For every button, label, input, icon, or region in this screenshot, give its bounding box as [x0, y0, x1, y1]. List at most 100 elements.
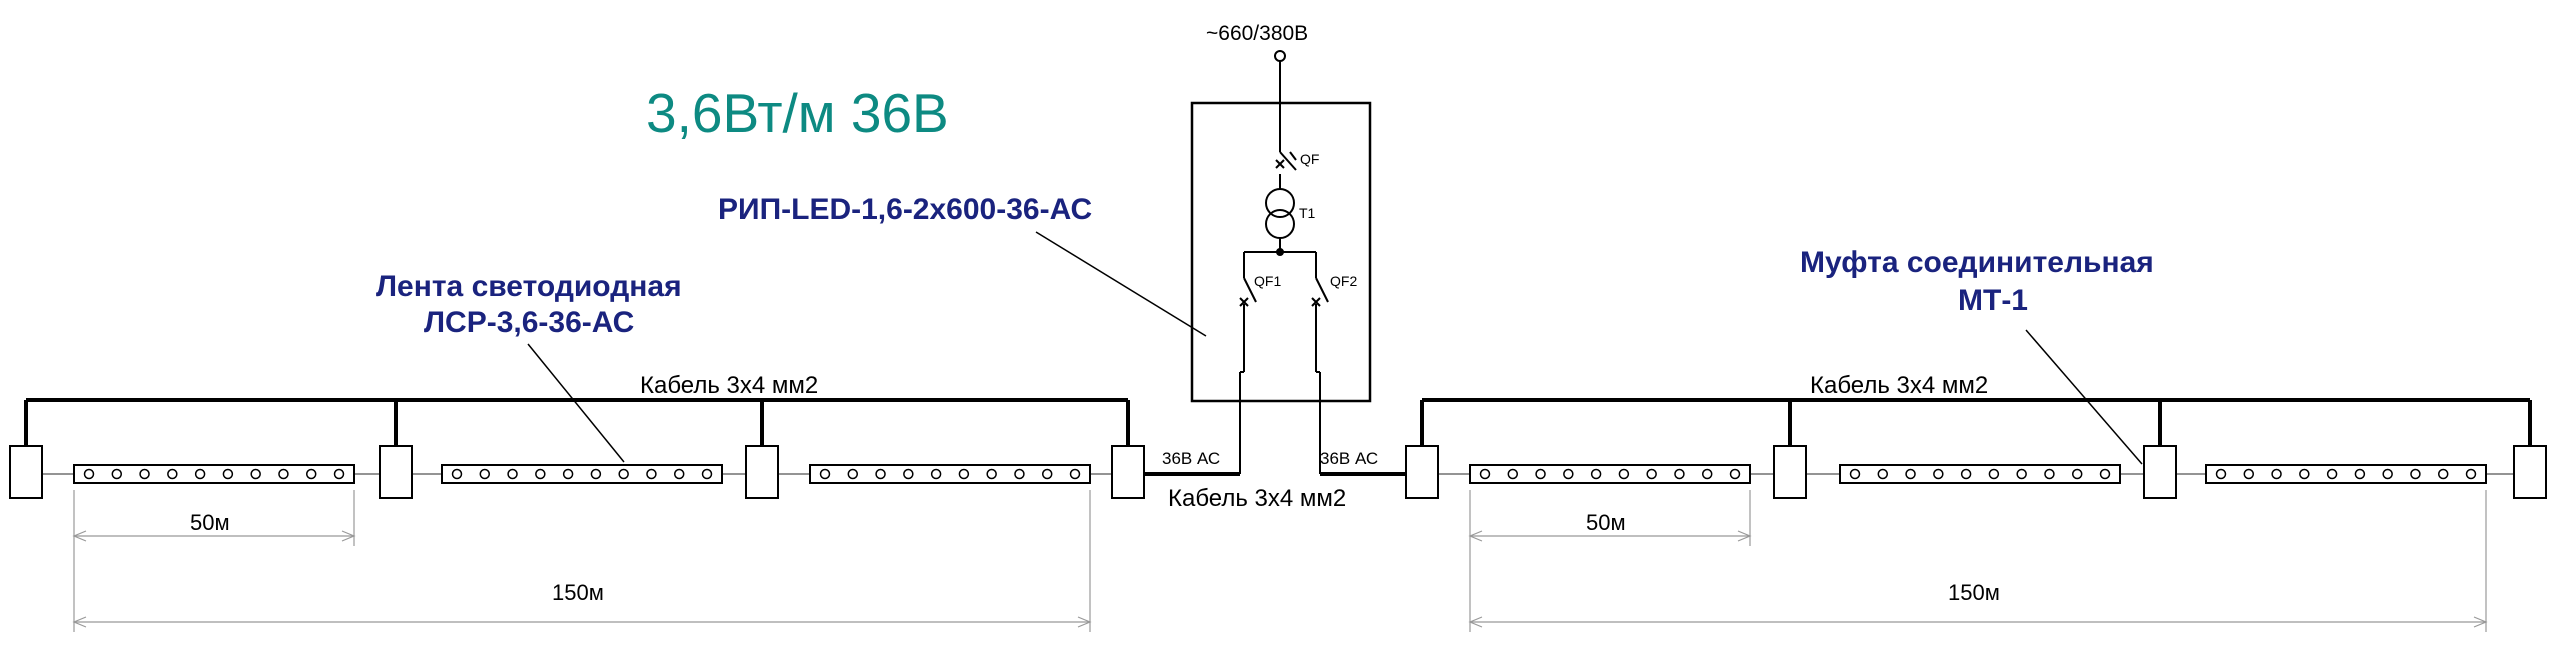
led-dot-icon [1014, 468, 1025, 480]
left-total-length: 150м [552, 580, 604, 605]
transformer-t1-icon [1265, 186, 1295, 256]
led-strip-6 [2205, 464, 2487, 484]
power-supply-panel [1190, 101, 1372, 403]
right-bus-cable [1420, 398, 2532, 446]
led-strip-5 [1839, 464, 2121, 484]
led-dot-icon [2354, 468, 2366, 480]
led-dot-icon [1905, 468, 1916, 480]
led-dot-icon [167, 468, 178, 480]
coupling-left-1 [9, 445, 43, 499]
led-dot-icon [1729, 468, 1741, 480]
led-dot-icon [333, 468, 345, 480]
device-title: РИП-LED-1,6-2х600-36-АС [718, 193, 1092, 226]
led-dot-icon [1535, 468, 1546, 480]
led-dot-icon [2215, 468, 2227, 480]
qf2-label: QF2 [1330, 273, 1357, 289]
led-dot-icon [250, 468, 261, 480]
led-dot-icon [1507, 468, 1519, 480]
led-dot-icon [2326, 468, 2338, 480]
coupling-right-4 [2513, 445, 2547, 499]
led-dot-icon [1479, 468, 1491, 480]
led-dot-icon [875, 468, 886, 480]
led-dot-icon [930, 468, 942, 480]
led-dot-icon [646, 468, 657, 480]
led-dot-icon [1618, 468, 1630, 480]
led-dot-icon [2099, 468, 2111, 480]
led-dot-icon [83, 468, 95, 480]
led-dot-icon [590, 468, 602, 480]
led-dot-icon [111, 468, 123, 480]
power-spec-heading: 3,6Вт/м 36В [646, 82, 949, 144]
coupling-left-4 [1111, 445, 1145, 499]
led-dot-icon [847, 468, 859, 480]
coupling-left-3 [745, 445, 779, 499]
output-breakers-icon [1239, 251, 1329, 474]
left-bus-cable-label: Кабель 3х4 мм2 [640, 372, 818, 399]
led-dot-icon [535, 468, 546, 480]
led-dot-icon [1960, 468, 1972, 480]
coupling-right-2 [1773, 445, 1807, 499]
led-dot-icon [1933, 468, 1944, 480]
strip-callout-line1: Лента светодиодная [376, 270, 682, 303]
led-dot-icon [2271, 468, 2282, 480]
led-dot-icon [1701, 468, 1713, 480]
coupling-right-3 [2143, 445, 2177, 499]
led-dot-icon [1646, 468, 1657, 480]
center-cable-label: Кабель 3х4 мм2 [1168, 485, 1346, 512]
led-dot-icon [1988, 468, 2000, 480]
led-strip-2 [441, 464, 723, 484]
led-dot-icon [1041, 468, 1053, 480]
led-dot-icon [1849, 468, 1861, 480]
led-dot-icon [562, 468, 574, 480]
strip-callout-leader [527, 343, 625, 463]
led-dot-icon [2243, 468, 2255, 480]
led-dot-icon [986, 468, 997, 480]
led-dot-icon [2016, 468, 2027, 480]
led-dot-icon [1069, 468, 1081, 480]
right-output-label: 36В АС [1320, 449, 1378, 468]
right-total-length: 150м [1948, 580, 2000, 605]
left-bus-cable [24, 398, 1130, 446]
supply-voltage-label: ~660/380В [1206, 22, 1308, 45]
led-dot-icon [2071, 468, 2083, 480]
device-title-leader [1035, 231, 1207, 337]
qf1-label: QF1 [1254, 273, 1281, 289]
led-dot-icon [507, 468, 518, 480]
coupling-callout-line2: МТ-1 [1958, 284, 2028, 317]
led-dot-icon [618, 468, 629, 480]
led-dot-icon [222, 468, 234, 480]
supply-feed [1274, 50, 1286, 140]
dimension-lines [72, 490, 2488, 632]
led-dot-icon [2299, 468, 2310, 480]
led-strip-3 [809, 464, 1091, 484]
right-bus-cable-label: Кабель 3х4 мм2 [1810, 372, 1988, 399]
left-segment-length: 50м [190, 510, 230, 535]
breaker-qf-icon [1275, 140, 1297, 186]
led-dot-icon [2410, 468, 2421, 480]
coupling-left-2 [379, 445, 413, 499]
led-dot-icon [819, 468, 831, 480]
led-dot-icon [451, 468, 463, 480]
led-dot-icon [139, 468, 150, 480]
led-dot-icon [1674, 468, 1685, 480]
right-segment-length: 50м [1586, 510, 1626, 535]
led-dot-icon [2437, 468, 2449, 480]
coupling-right-1 [1405, 445, 1439, 499]
led-dot-icon [305, 468, 317, 480]
led-dot-icon [958, 468, 970, 480]
led-dot-icon [194, 468, 206, 480]
led-strip-4 [1469, 464, 1751, 484]
led-dot-icon [2465, 468, 2477, 480]
coupling-callout-line1: Муфта соединительная [1800, 246, 2154, 279]
led-dot-icon [701, 468, 713, 480]
led-dot-icon [2382, 468, 2393, 480]
led-dot-icon [2044, 468, 2055, 480]
led-dot-icon [1563, 468, 1574, 480]
led-dot-icon [1877, 468, 1889, 480]
led-dot-icon [903, 468, 914, 480]
led-dot-icon [479, 468, 491, 480]
coupling-callout-leader [2025, 329, 2143, 465]
led-dot-icon [1590, 468, 1602, 480]
left-output-label: 36В АС [1162, 449, 1220, 468]
